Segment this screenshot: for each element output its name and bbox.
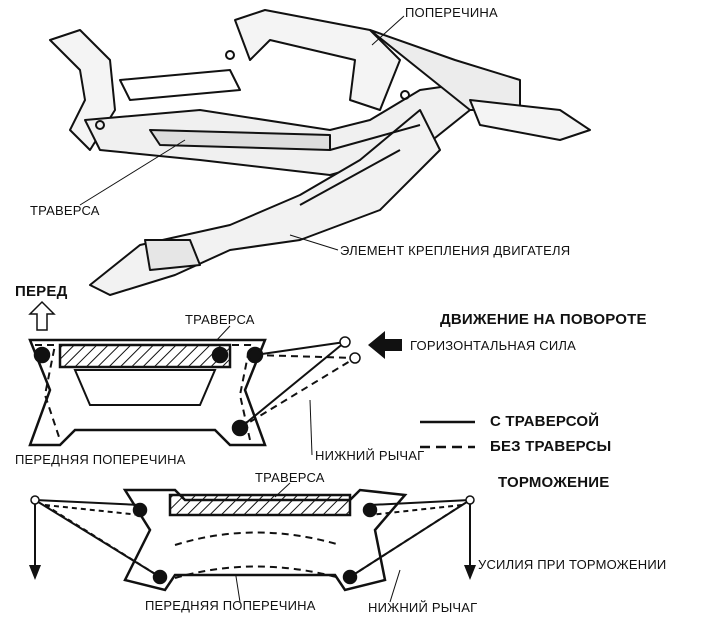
label-braking-forces: УСИЛИЯ ПРИ ТОРМОЖЕНИИ (478, 557, 667, 572)
braking-arrow-left-icon (29, 565, 41, 580)
braking-arrow-right-icon (464, 565, 476, 580)
label-front-crossmember-braking: ПЕРЕДНЯЯ ПОПЕРЕЧИНА (145, 598, 316, 613)
cornering-title: ДВИЖЕНИЕ НА ПОВОРОТЕ (440, 311, 647, 328)
label-front-crossmember-cornering: ПЕРЕДНЯЯ ПОПЕРЕЧИНА (15, 452, 186, 467)
front-arrow-icon (28, 300, 56, 331)
label-traverse-top: ТРАВЕРСА (30, 203, 100, 218)
subframe-3d-illustration (49, 9, 591, 296)
label-crossmember: ПОПЕРЕЧИНА (405, 5, 498, 20)
label-engine-mount: ЭЛЕМЕНТ КРЕПЛЕНИЯ ДВИГАТЕЛЯ (340, 243, 571, 258)
braking-title: ТОРМОЖЕНИЕ (498, 474, 610, 491)
braking-diagram (29, 488, 476, 592)
legend-lines (420, 420, 475, 449)
label-lower-arm-cornering: НИЖНИЙ РЫЧАГ (315, 448, 425, 463)
cornering-diagram (28, 300, 402, 447)
legend-solid-label: С ТРАВЕРСОЙ (490, 413, 600, 430)
label-lower-arm-braking: НИЖНИЙ РЫЧАГ (368, 600, 478, 615)
label-traverse-cornering: ТРАВЕРСА (185, 312, 255, 327)
horizontal-force-arrow-icon (368, 331, 402, 359)
label-horizontal-force: ГОРИЗОНТАЛЬНАЯ СИЛА (410, 338, 576, 353)
label-traverse-braking: ТРАВЕРСА (255, 470, 325, 485)
legend-dashed-label: БЕЗ ТРАВЕРСЫ (490, 438, 612, 455)
label-front: ПЕРЕД (15, 283, 68, 300)
